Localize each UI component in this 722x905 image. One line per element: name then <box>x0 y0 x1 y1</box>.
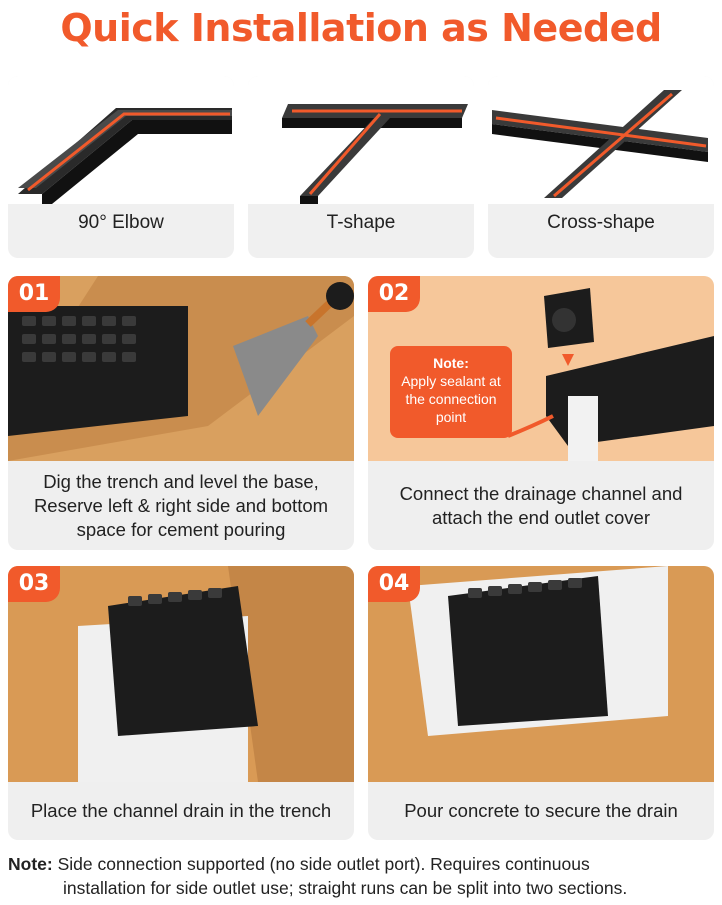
shape-label: 90° Elbow <box>78 212 164 233</box>
note-title: Note: <box>433 355 469 371</box>
footer-note-label: Note: <box>8 854 53 874</box>
step-card-01: 01 Dig the trench and level the base, Re… <box>8 276 354 550</box>
step-number-badge: 01 <box>8 276 60 312</box>
sealant-note-bubble: Note: Apply sealant at the connection po… <box>390 346 512 438</box>
step-number-badge: 03 <box>8 566 60 602</box>
step-card-03: 03 Place the channel drain in the trench <box>8 566 354 840</box>
elbow-drain-illustration <box>8 76 234 204</box>
place-channel-illustration <box>8 566 354 782</box>
step-caption: Place the channel drain in the trench <box>30 800 332 821</box>
step-caption: Dig the trench and level the base, Reser… <box>33 470 329 540</box>
shape-card-cross: Cross-shape <box>488 76 714 258</box>
page-title: Quick Installation as Needed <box>60 6 662 50</box>
dig-trench-illustration <box>8 276 354 461</box>
footer-note-line1: Side connection supported (no side outle… <box>57 854 590 874</box>
cross-shape-drain-illustration <box>488 76 714 204</box>
footer-note: Note: Side connection supported (no side… <box>8 852 718 900</box>
footer-note-line2: installation for side outlet use; straig… <box>63 878 628 898</box>
t-shape-drain-illustration <box>248 76 474 204</box>
step-number-badge: 04 <box>368 566 420 602</box>
step-caption: Connect the drainage channel and attach … <box>399 482 683 528</box>
shape-label: Cross-shape <box>547 212 655 233</box>
step-card-04: 04 Pour concrete to secure the drain <box>368 566 714 840</box>
shape-label: T-shape <box>326 212 396 233</box>
shape-card-elbow: 90° Elbow <box>8 76 234 258</box>
note-text: Apply sealant at the connection point <box>401 373 501 425</box>
pour-concrete-illustration <box>368 566 714 782</box>
step-caption: Pour concrete to secure the drain <box>404 800 678 821</box>
step-card-02: 02 Note: Apply sealant at the connection… <box>368 276 714 550</box>
shape-card-t: T-shape <box>248 76 474 258</box>
step-number-badge: 02 <box>368 276 420 312</box>
